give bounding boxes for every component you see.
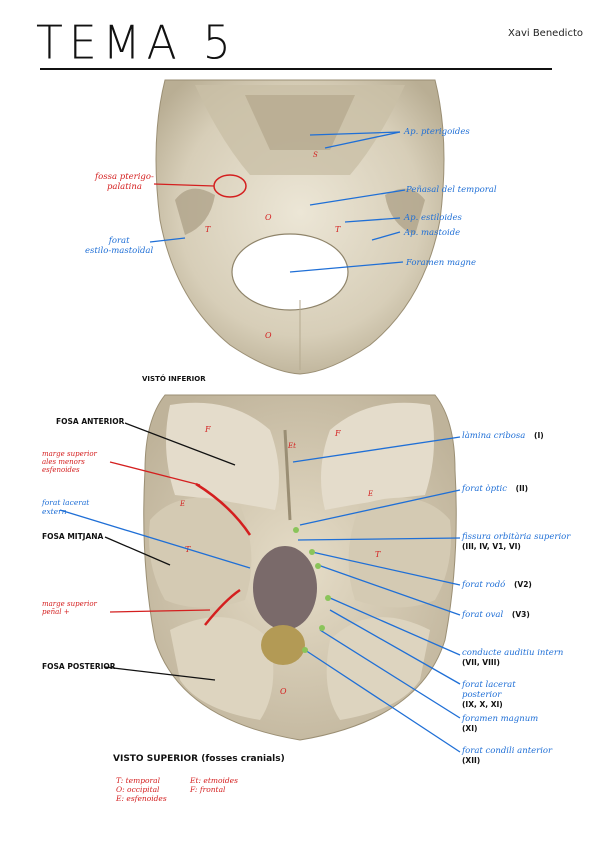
label-marge-peñal: marge superior peñal + [42,600,97,616]
svg-text:T: T [335,225,341,234]
label-conducte-auditiu: conducte auditiu intern (VII, VIII) [462,648,564,667]
label-fosa-posterior: FOSA POSTERIOR [42,662,116,671]
num-conducte-auditiu: (VII, VIII) [462,658,500,667]
num-fissura: (III, IV, V1, VI) [462,542,521,551]
svg-text:Et: Et [287,442,296,450]
label-forat-lacerat-posterior: forat lacerat posterior (IX, X, XI) [462,680,516,709]
label-forat-lacerat-extern: forat lacerat extern [42,498,90,516]
num-forat-rodo: (V2) [513,580,532,589]
num-forat-condili: (XII) [462,756,481,765]
svg-text:O: O [265,331,272,340]
svg-text:F: F [204,425,211,434]
svg-text:O: O [265,213,272,222]
num-foramen-magnum: (XI) [462,724,478,733]
svg-text:S: S [313,151,318,159]
label-marge-ales-menors: marge superior ales menors esfenoides [42,450,97,474]
label-forat-optic: forat òptic (II) [462,484,529,494]
num-forat-oval: (V3) [511,610,530,619]
author-name: Xavi Benedicto [507,28,583,39]
svg-text:E: E [179,500,185,508]
title-underline [40,68,552,70]
label-mastoid: Ap. mastoide [404,228,461,238]
label-fosa-mitjana: FOSA MITJANA [42,532,104,541]
num-forat-optic: (II) [515,484,529,493]
legend-item: Et: etmoides [190,776,238,785]
svg-text:T: T [205,225,211,234]
svg-text:F: F [334,429,341,438]
legend-col2: Et: etmoides F: frontal [190,776,238,794]
label-foramen-magnum: foramen magnum (XI) [462,714,539,733]
svg-text:T: T [375,550,381,559]
label-stylomastoid: forat estilo-mastoïdal [85,236,154,256]
legend-item: O: occipital [116,785,160,794]
label-fossa-pterygopalatine: fossa pterigo- palatina [95,172,154,192]
label-styloid: Ap. estiloides [404,213,462,223]
label-forat-rodo: forat rodó (V2) [462,580,532,590]
label-petrous: Peñasal del temporal [406,185,497,195]
svg-text:E: E [367,490,373,498]
num-lamina-cribosa: (I) [534,431,544,440]
label-forat-condili: forat condili anterior (XII) [462,746,553,765]
legend-item: T: temporal [116,776,160,785]
page-title: TEMA 5 [36,16,237,71]
num-forat-lacerat-posterior: (IX, X, XI) [462,700,503,709]
label-lamina-cribosa: làmina cribosa (I) [462,431,544,441]
label-pterygoid: Ap. pterigoides [404,127,470,137]
caption-superior: VISTO SUPERIOR (fosses cranials) [113,754,285,764]
label-fissura-orbitaria: fissura orbitària superior (III, IV, V1,… [462,532,571,551]
caption-inferior: VISTÓ INFERIOR [142,375,206,383]
svg-text:O: O [280,687,287,696]
legend-item: F: frontal [190,785,226,794]
label-foramen-magne: Foramen magne [406,258,477,268]
label-fosa-anterior: FOSA ANTERIOR [56,417,125,426]
label-forat-oval: forat oval (V3) [462,610,530,620]
legend-col1: T: temporal O: occipital E: esfenoides [116,776,167,803]
legend-item: E: esfenoides [116,794,167,803]
